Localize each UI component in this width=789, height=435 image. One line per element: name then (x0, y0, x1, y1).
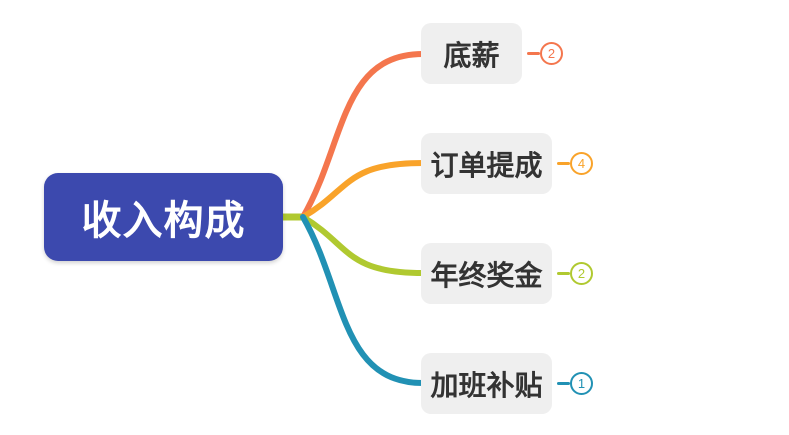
badge-connector-line (557, 272, 570, 275)
branch-overtime-subsidy: 加班补贴 1 (421, 353, 593, 414)
child-count-value: 2 (547, 46, 556, 61)
child-count-value: 4 (577, 156, 586, 171)
child-count-badge[interactable]: 2 (570, 262, 593, 285)
topic-label: 年终奖金 (430, 259, 543, 291)
edge-branch-base-salary (300, 51, 426, 220)
topic-label: 底薪 (443, 39, 500, 71)
badge-connector-line (557, 162, 570, 165)
topic-label: 加班补贴 (430, 369, 543, 401)
edge-branch-overtime-subsidy (300, 214, 426, 386)
branch-order-commission: 订单提成 4 (421, 133, 593, 194)
edge-branch-year-end-bonus (300, 214, 426, 276)
root-node[interactable]: 收入构成 (44, 173, 283, 261)
topic-node-base-salary[interactable]: 底薪 (421, 23, 522, 84)
root-node-label: 收入构成 (81, 199, 246, 243)
edge-branch-order-commission (300, 160, 426, 220)
child-count-value: 1 (577, 376, 586, 391)
badge-connector-line (527, 52, 540, 55)
topic-label: 订单提成 (430, 149, 543, 181)
badge-connector-line (557, 382, 570, 385)
topic-node-year-end-bonus[interactable]: 年终奖金 (421, 243, 552, 304)
child-count-badge[interactable]: 4 (570, 152, 593, 175)
child-count-badge[interactable]: 2 (540, 42, 563, 65)
branch-year-end-bonus: 年终奖金 2 (421, 243, 593, 304)
topic-node-order-commission[interactable]: 订单提成 (421, 133, 552, 194)
branch-base-salary: 底薪 2 (421, 23, 563, 84)
child-count-badge[interactable]: 1 (570, 372, 593, 395)
topic-node-overtime-subsidy[interactable]: 加班补贴 (421, 353, 552, 414)
child-count-value: 2 (577, 266, 586, 281)
